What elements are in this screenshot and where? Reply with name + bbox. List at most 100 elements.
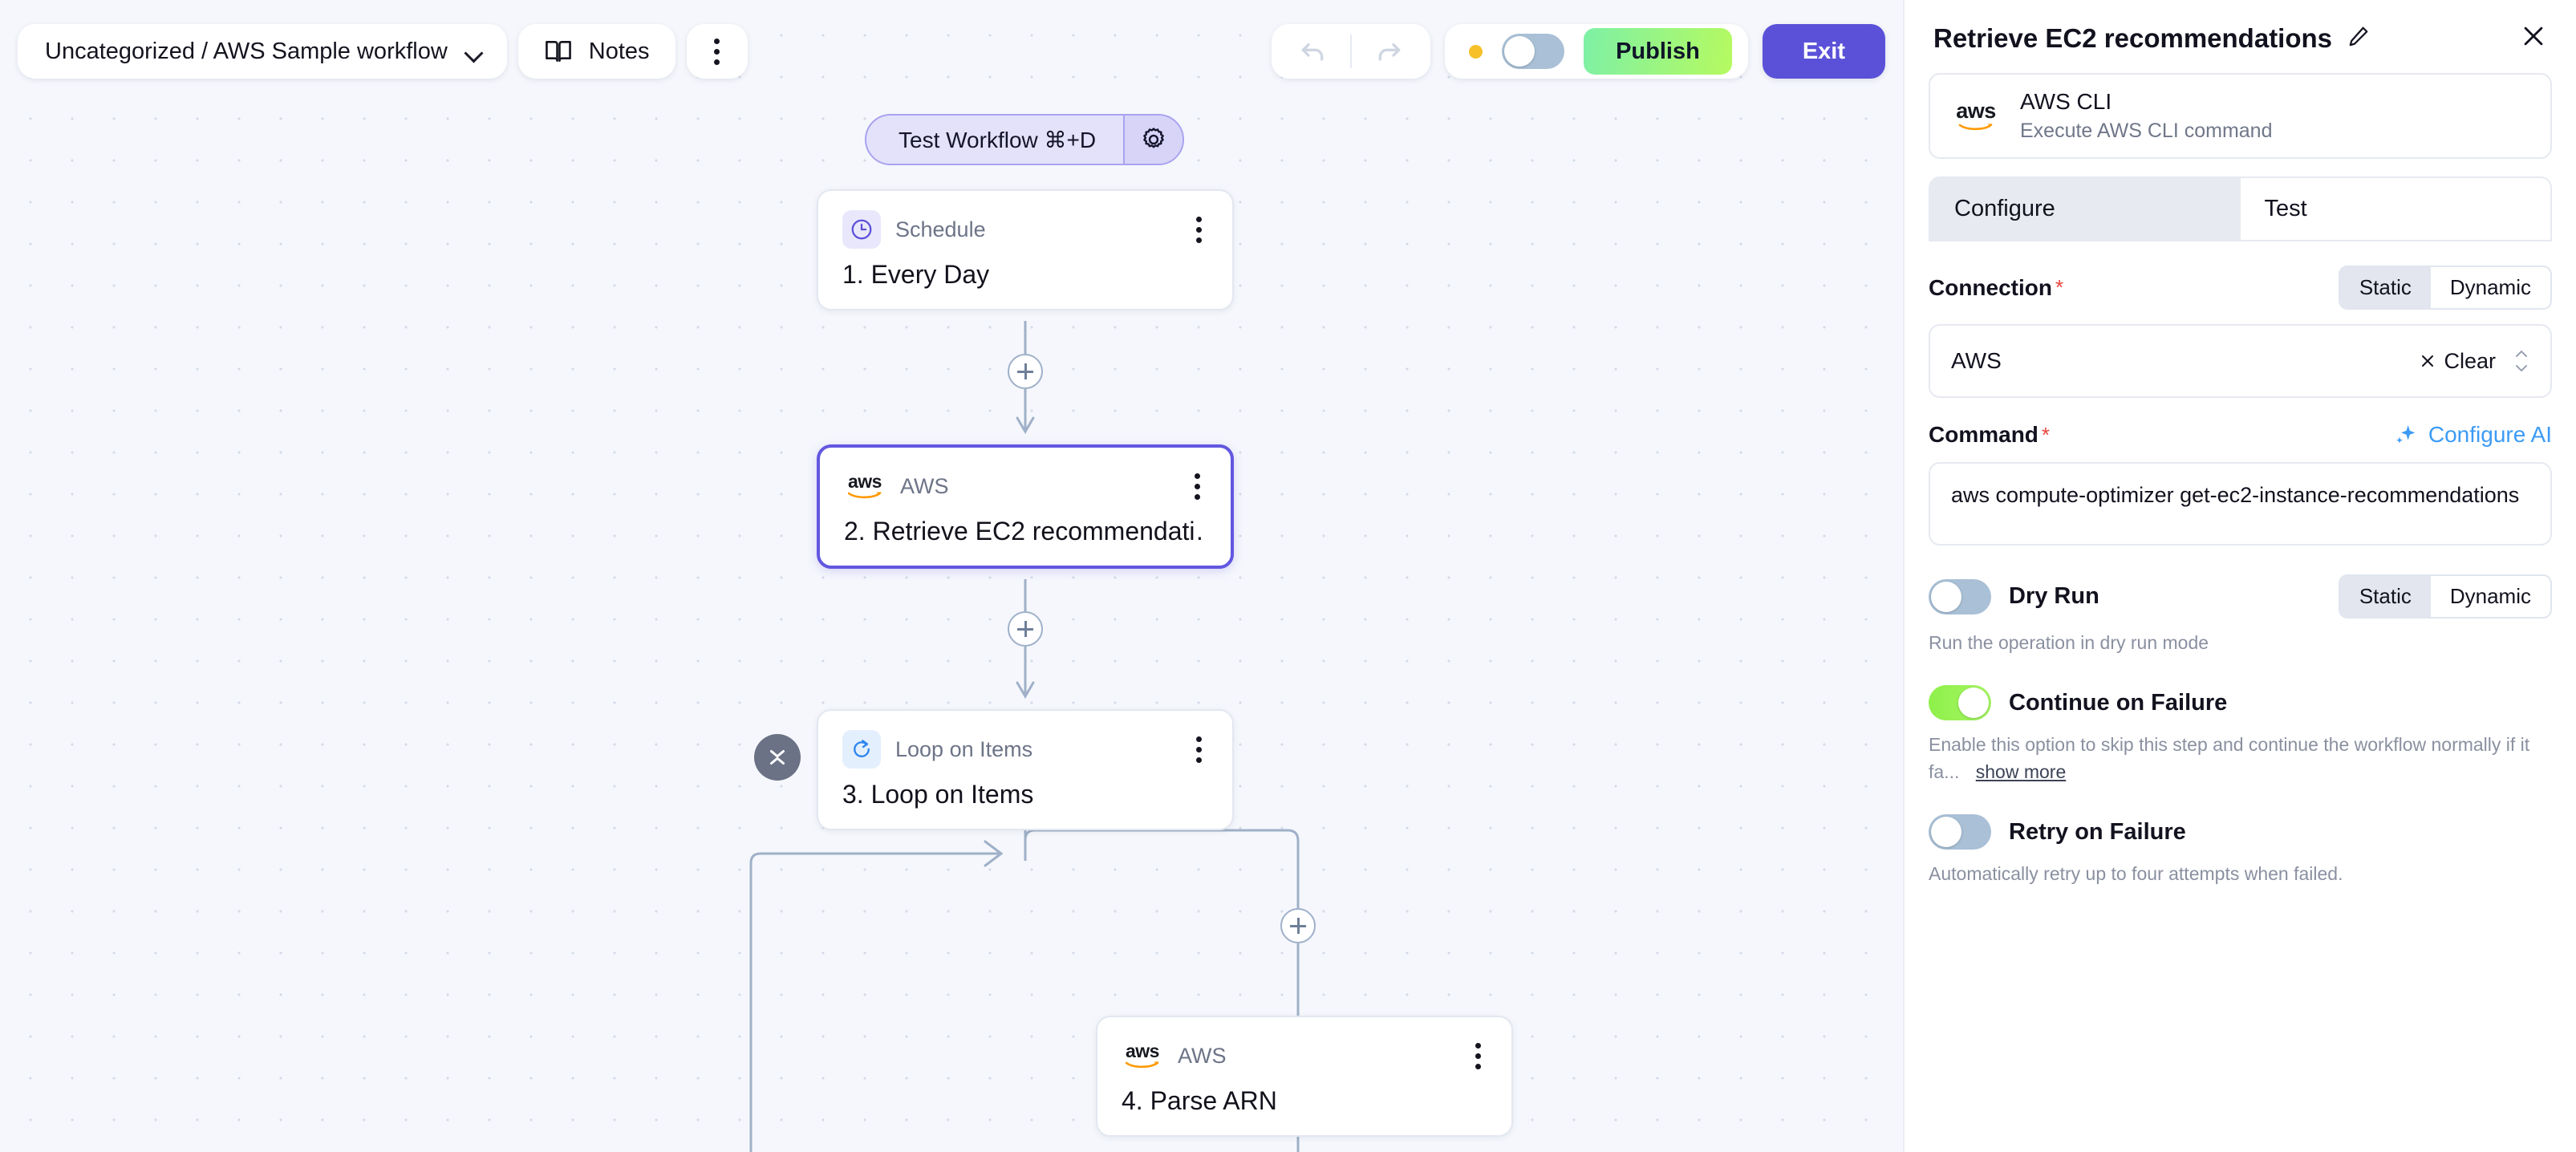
clock-icon [842,210,881,249]
connection-mode-segmented: Static Dynamic [2338,266,2552,310]
notes-label: Notes [588,38,650,64]
connection-field-row: Connection * Static Dynamic [1929,266,2552,310]
undo-icon [1301,43,1324,61]
connection-value: AWS [1951,348,2002,373]
node-header: Schedule [842,210,1208,249]
step-configuration-panel: Retrieve EC2 recommendations aws AWS CLI… [1903,0,2576,1152]
panel-body: Connection * Static Dynamic AWS Clear [1905,241,2576,887]
pencil-icon [2349,26,2368,47]
exit-button[interactable]: Exit [1762,24,1885,79]
required-asterisk: * [2041,422,2051,447]
node-header: Loop on Items [842,730,1208,769]
retry-on-failure-row: Retry on Failure [1929,814,2552,850]
node-menu-button[interactable] [1469,1040,1487,1073]
workflow-more-menu-button[interactable] [686,24,748,79]
node-header: aws AWS [1122,1036,1487,1075]
service-card: aws AWS CLI Execute AWS CLI command [1929,73,2552,159]
panel-tabs: Configure Test [1929,176,2552,241]
show-more-link[interactable]: show more [1975,761,2067,782]
dry-run-mode-segmented: Static Dynamic [2338,574,2552,619]
configure-ai-button[interactable]: Configure AI [2393,422,2552,448]
node-title: 4. Parse ARN [1122,1086,1277,1115]
connection-mode-dynamic[interactable]: Dynamic [2449,275,2531,299]
continue-on-failure-helper: Enable this option to skip this step and… [1929,732,2552,785]
command-field-row: Command * Configure AI [1929,422,2552,448]
aws-logo-icon: aws [1951,100,2001,131]
undo-button[interactable] [1294,33,1331,70]
dry-run-helper: Run the operation in dry run mode [1929,632,2209,653]
breadcrumb-label: Uncategorized / AWS Sample workflow [45,38,448,64]
configure-ai-label: Configure AI [2428,422,2552,447]
status-dot-icon [1469,44,1483,59]
panel-header: Retrieve EC2 recommendations [1905,0,2576,70]
add-step-button-3[interactable] [1280,908,1316,943]
canvas-top-left-toolbar: Uncategorized / AWS Sample workflow Note… [18,24,748,79]
aws-logo-icon: aws [1122,1036,1163,1075]
workflow-enable-toggle[interactable] [1502,34,1565,69]
kebab-menu-icon [714,38,720,65]
command-input[interactable]: aws compute-optimizer get-ec2-instance-r… [1929,462,2552,546]
notes-button[interactable]: Notes [517,24,675,79]
chevron-up-down-icon[interactable] [2513,350,2529,372]
clear-label: Clear [2444,348,2496,373]
loop-refresh-icon [842,730,881,769]
command-label: Command [1929,422,2038,447]
close-icon [2524,26,2543,46]
panel-title: Retrieve EC2 recommendations [1933,22,2333,53]
dry-run-mode-dynamic[interactable]: Dynamic [2449,584,2531,608]
test-workflow-settings-button[interactable] [1123,116,1183,164]
loop-collapse-button[interactable] [754,734,801,781]
workflow-node-parse-arn[interactable]: aws AWS 4. Parse ARN [1096,1016,1513,1137]
dry-run-row: Dry Run Static Dynamic [1929,574,2552,619]
service-description: Execute AWS CLI command [2020,120,2273,142]
workflow-canvas[interactable]: Uncategorized / AWS Sample workflow Note… [0,0,1903,1152]
node-kind-label: AWS [1178,1043,1227,1068]
publish-group: Publish [1445,24,1748,79]
node-kind-label: Loop on Items [895,736,1033,761]
add-step-button-1[interactable] [1008,354,1043,389]
continue-on-failure-toggle[interactable] [1929,685,1991,721]
undo-redo-group [1272,24,1431,79]
workflow-node-retrieve-ec2-recommendations[interactable]: aws AWS 2. Retrieve EC2 recommendati… [817,444,1234,569]
dry-run-mode-static[interactable]: Static [2339,576,2431,617]
retry-on-failure-helper: Automatically retry up to four attempts … [1929,863,2343,885]
tab-test[interactable]: Test [2240,178,2550,240]
node-menu-button[interactable] [1188,470,1207,503]
test-workflow-button[interactable]: Test Workflow ⌘+D [899,127,1097,152]
node-menu-button[interactable] [1190,213,1208,246]
close-x-icon [2422,355,2434,367]
gear-icon [1143,128,1164,148]
workflow-node-schedule[interactable]: Schedule 1. Every Day [817,189,1234,310]
tab-configure[interactable]: Configure [1930,178,2241,240]
node-title: 3. Loop on Items [842,780,1034,809]
edit-title-button[interactable] [2347,24,2371,52]
add-step-button-2[interactable] [1008,611,1043,647]
connection-clear-button[interactable]: Clear [2418,349,2496,374]
continue-on-failure-helper-text: Enable this option to skip this step and… [1929,734,2530,782]
redo-button[interactable] [1371,33,1408,70]
node-menu-button[interactable] [1190,733,1208,766]
dry-run-toggle[interactable] [1929,578,1991,615]
close-panel-button[interactable] [2520,22,2547,54]
connection-select[interactable]: AWS Clear [1929,324,2552,398]
service-name: AWS CLI [2020,89,2112,114]
node-title: 2. Retrieve EC2 recommendati… [844,517,1207,546]
test-workflow-pill: Test Workflow ⌘+D [865,114,1185,165]
retry-on-failure-label: Retry on Failure [2009,818,2186,845]
continue-on-failure-label: Continue on Failure [2009,689,2228,716]
book-icon [545,41,571,62]
collapse-chevrons-icon [770,750,785,765]
continue-on-failure-row: Continue on Failure [1929,685,2552,721]
redo-icon [1378,43,1401,61]
workflow-node-loop-on-items[interactable]: Loop on Items 3. Loop on Items [817,709,1234,830]
required-asterisk: * [2055,275,2064,299]
node-header: aws AWS [844,467,1207,505]
retry-on-failure-toggle[interactable] [1929,814,1991,850]
canvas-top-right-toolbar: Publish Exit [1272,24,1885,79]
dry-run-label: Dry Run [2009,583,2099,609]
publish-button[interactable]: Publish [1584,28,1732,75]
chevron-down-icon [465,47,483,57]
workflow-breadcrumb-dropdown[interactable]: Uncategorized / AWS Sample workflow [18,24,507,79]
connection-mode-static[interactable]: Static [2339,267,2431,308]
